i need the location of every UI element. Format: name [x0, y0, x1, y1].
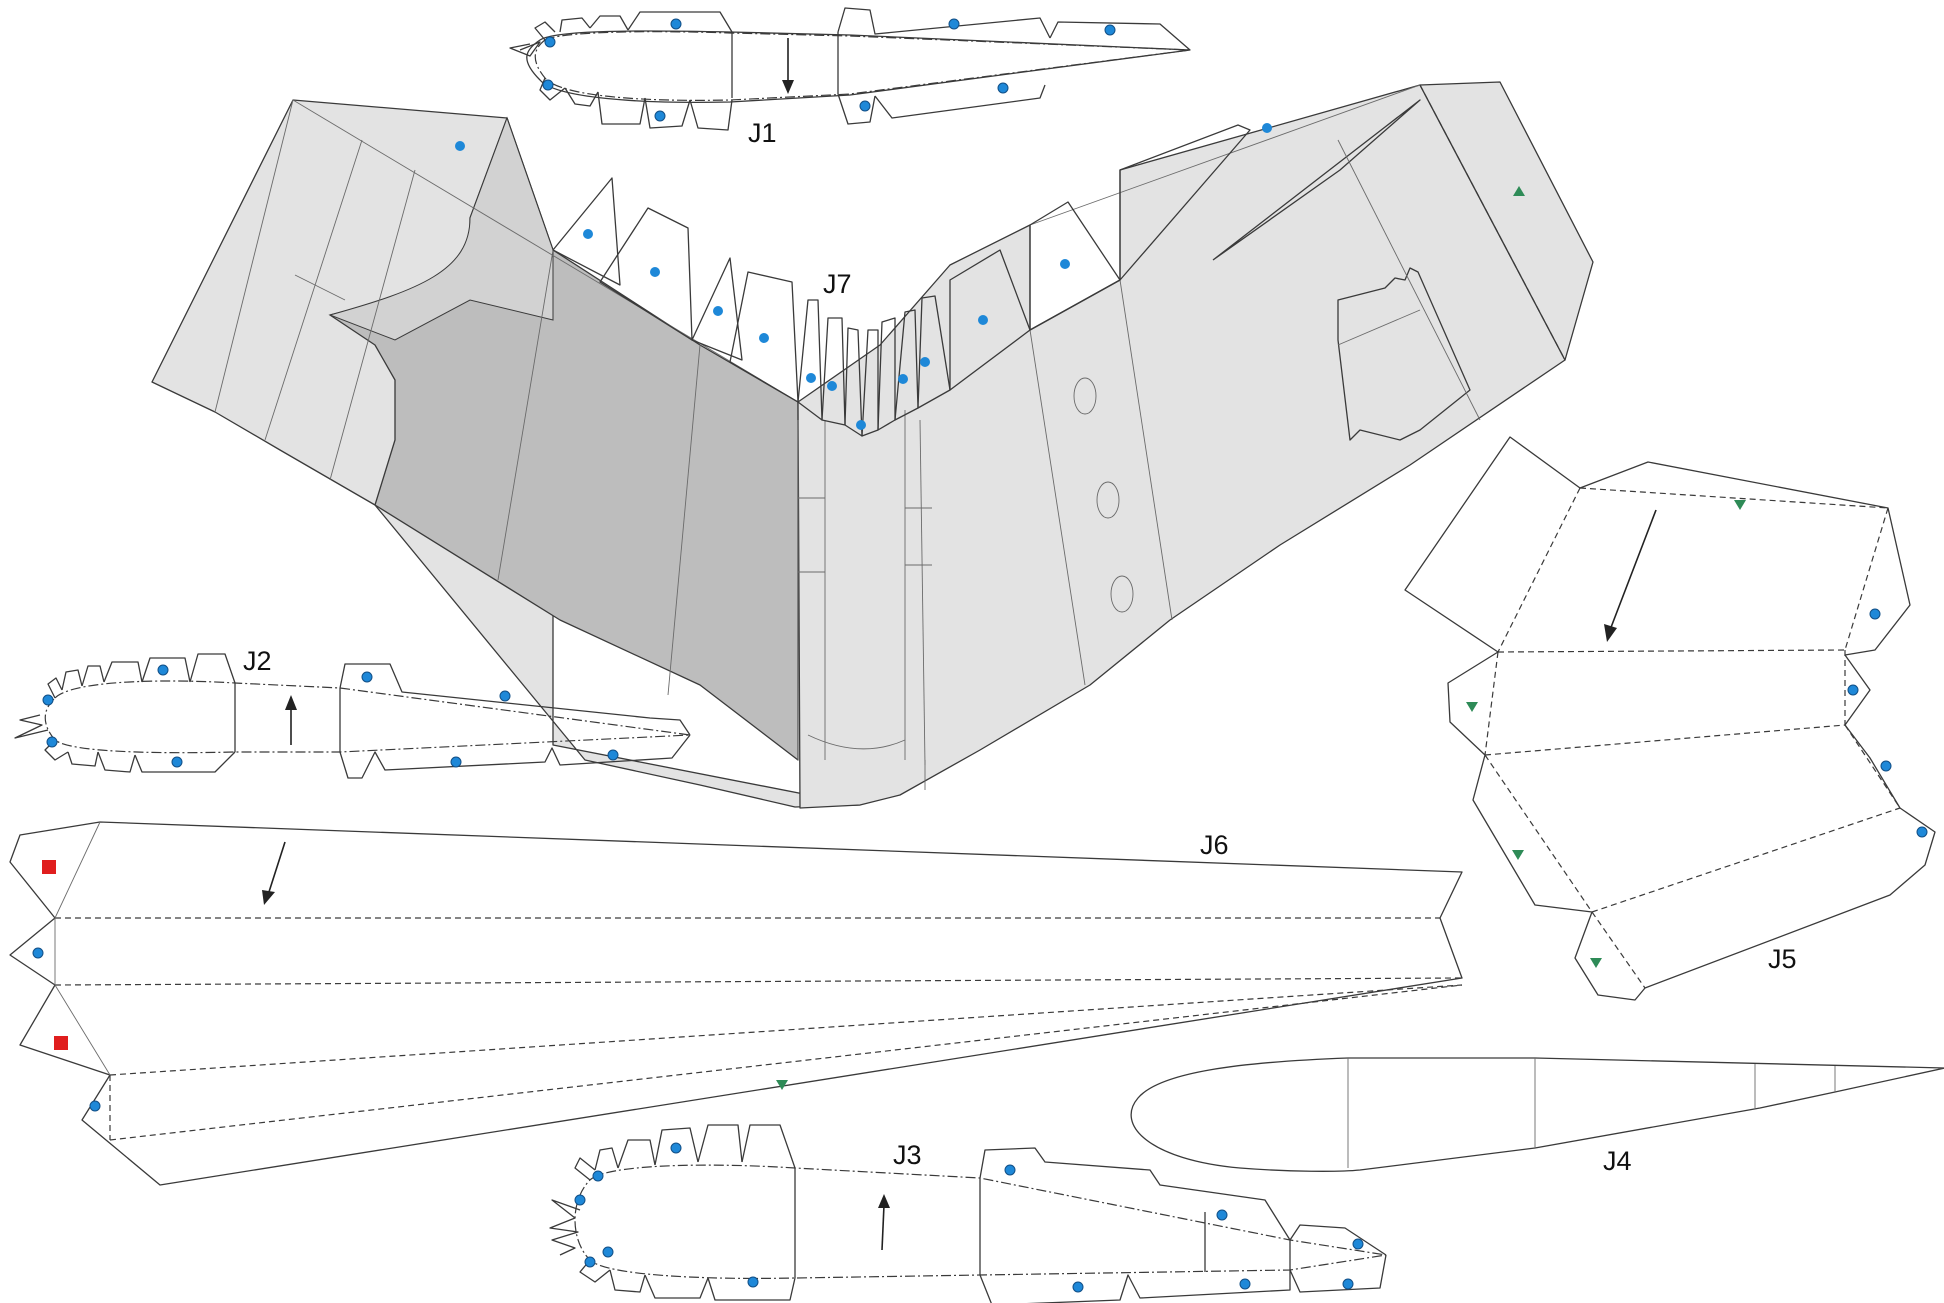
- wing-left-swoosh: [328, 116, 554, 341]
- j3-glue-dots: [574, 1142, 1364, 1293]
- wing-right-tip-tab: [1419, 81, 1594, 361]
- part-j5-box: J5: [1404, 436, 1936, 1001]
- part-j1-rib: J1: [509, 7, 1191, 148]
- part-j3-rib: J3: [549, 1124, 1387, 1303]
- part-j6-strip: J6: [9, 821, 1463, 1186]
- label-j7: J7: [823, 269, 852, 299]
- j1-glue-dots: [542, 18, 1116, 122]
- label-j5: J5: [1768, 944, 1797, 974]
- j7-glue-dots: [455, 123, 1525, 430]
- wing-right-panel: [797, 84, 1566, 809]
- label-j1: J1: [748, 118, 777, 148]
- part-j7-wing: J7: [151, 81, 1594, 809]
- part-j2-rib: J2: [14, 646, 691, 779]
- j2-glue-dots: [42, 664, 619, 768]
- part-j4-airfoil: J4: [1130, 1057, 1944, 1176]
- label-j4: J4: [1603, 1146, 1632, 1176]
- label-j6: J6: [1200, 830, 1229, 860]
- label-j3: J3: [893, 1140, 922, 1170]
- label-j2: J2: [243, 646, 272, 676]
